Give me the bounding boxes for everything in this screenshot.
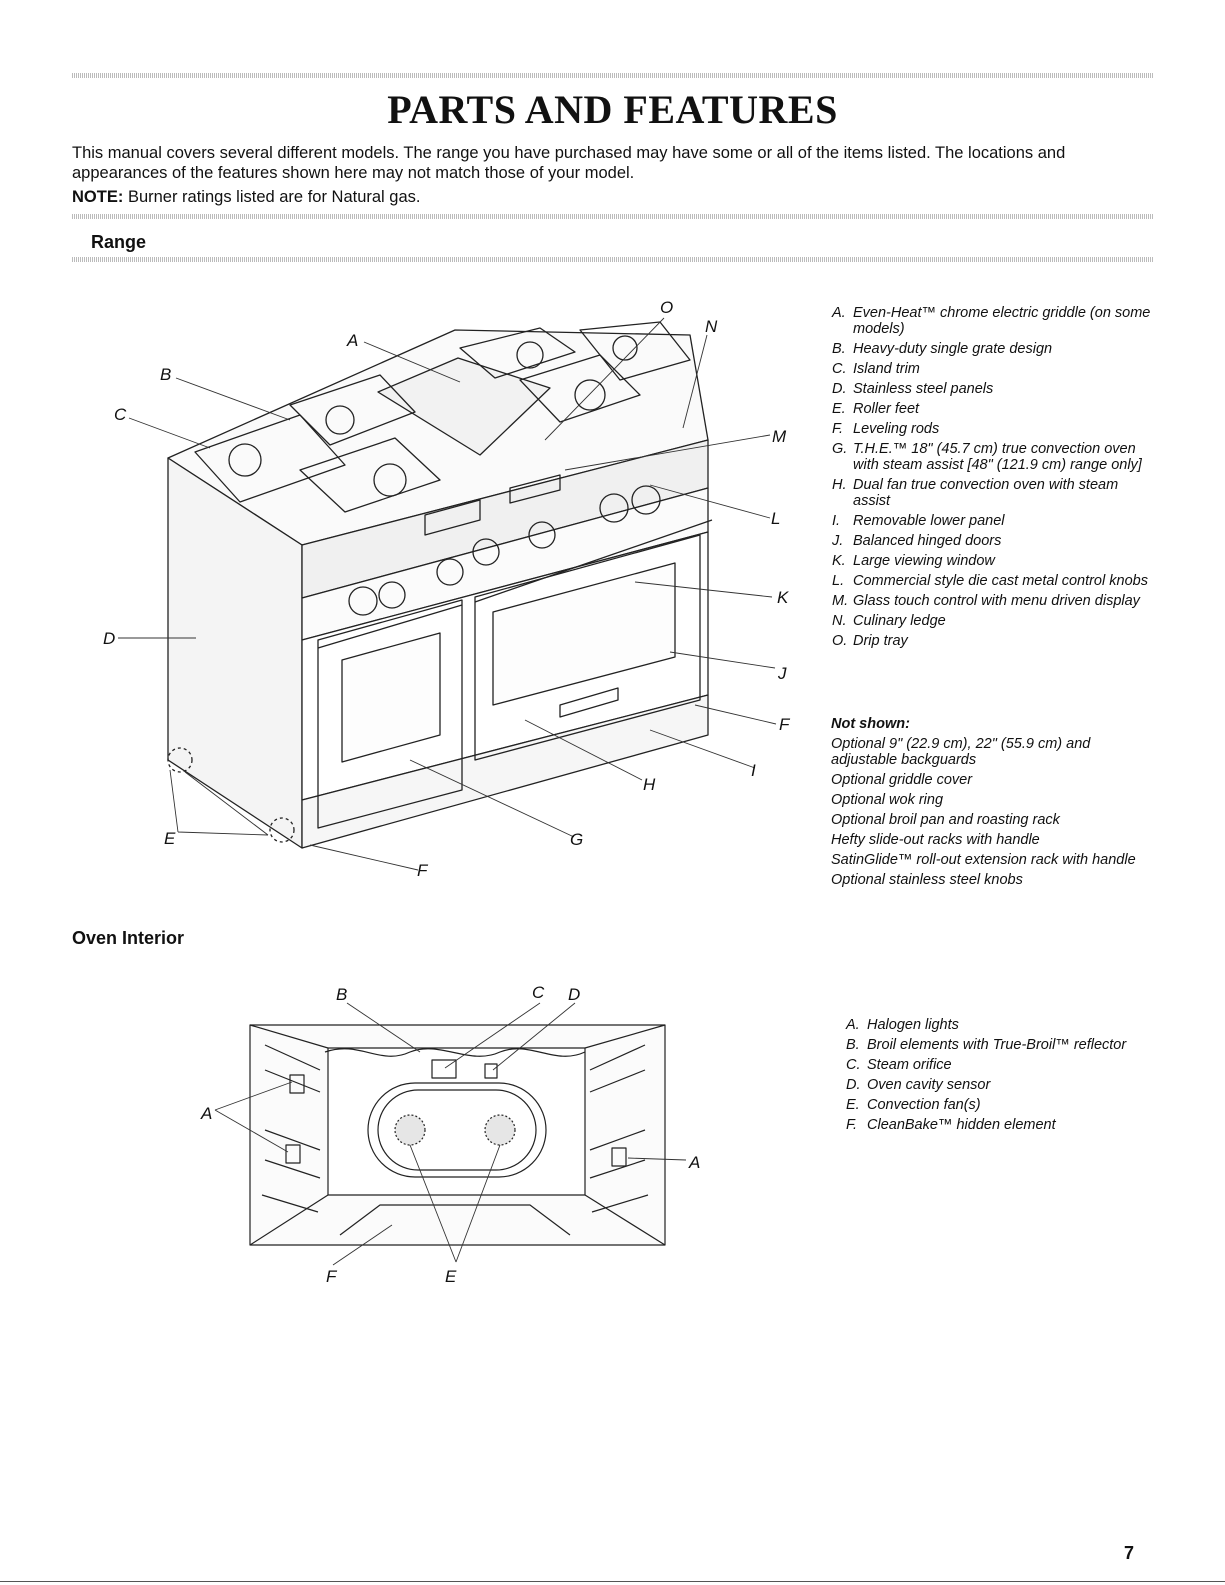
page-title: PARTS AND FEATURES bbox=[387, 87, 838, 132]
not-shown-item: Optional griddle cover bbox=[831, 772, 973, 788]
legend-item: C.Steam orifice bbox=[846, 1057, 952, 1073]
legend-item: H.Dual fan true convection oven with ste… bbox=[832, 477, 1119, 509]
range-callout-C: C bbox=[114, 405, 127, 424]
oven-callout-D: D bbox=[568, 985, 580, 1004]
legend-item: L.Commercial style die cast metal contro… bbox=[832, 573, 1148, 589]
legend-item: F.CleanBake™ hidden element bbox=[846, 1117, 1056, 1133]
range-callout-N: N bbox=[705, 317, 718, 336]
not-shown-item: Optional 9" (22.9 cm), 22" (55.9 cm) and… bbox=[831, 736, 1091, 768]
oven-callout-A-right: A bbox=[688, 1153, 700, 1172]
section-rule-top bbox=[72, 214, 1154, 219]
legend-item: E.Roller feet bbox=[832, 401, 920, 417]
top-rule bbox=[72, 73, 1154, 78]
legend-item: O.Drip tray bbox=[832, 633, 908, 649]
range-callout-H: H bbox=[643, 775, 656, 794]
oven-callout-B: B bbox=[336, 985, 347, 1004]
not-shown-item: Optional broil pan and roasting rack bbox=[831, 812, 1060, 828]
bottom-edge-line bbox=[0, 1581, 1225, 1582]
range-callout-J: J bbox=[777, 664, 787, 683]
not-shown-heading: Not shown: bbox=[831, 716, 910, 732]
page-number: 7 bbox=[1124, 1543, 1135, 1563]
legend-item: I.Removable lower panel bbox=[832, 513, 1005, 529]
legend-item: A.Halogen lights bbox=[846, 1017, 959, 1033]
oven-callout-A-left: A bbox=[200, 1104, 212, 1123]
legend-item: B.Heavy-duty single grate design bbox=[832, 341, 1053, 357]
range-callout-D: D bbox=[103, 629, 115, 648]
range-heading: Range bbox=[91, 232, 147, 252]
legend-item: C.Island trim bbox=[832, 361, 920, 377]
range-callout-M: M bbox=[772, 427, 787, 446]
legend-item: M.Glass touch control with menu driven d… bbox=[832, 593, 1140, 609]
oven-interior-illustration: A A B C D E F bbox=[200, 983, 700, 1286]
range-illustration: A B C D E F F G H I J K L M N O bbox=[103, 298, 791, 880]
range-callout-L: L bbox=[771, 509, 780, 528]
not-shown-item: Optional stainless steel knobs bbox=[831, 872, 1023, 888]
not-shown-item: Hefty slide-out racks with handle bbox=[831, 832, 1040, 848]
oven-callout-E: E bbox=[445, 1267, 457, 1286]
legend-item: N.Culinary ledge bbox=[832, 613, 946, 629]
range-callout-O: O bbox=[660, 298, 673, 317]
range-callout-B: B bbox=[160, 365, 171, 384]
legend-item: E.Convection fan(s) bbox=[846, 1097, 981, 1113]
oven-callout-C: C bbox=[532, 983, 545, 1002]
section-rule-bottom bbox=[72, 257, 1154, 262]
note: NOTE: Burner ratings listed are for Natu… bbox=[72, 188, 421, 207]
intro-paragraph: This manual covers several different mod… bbox=[72, 144, 1066, 182]
range-callout-I: I bbox=[751, 761, 756, 780]
range-callout-K: K bbox=[777, 588, 789, 607]
legend-item: J.Balanced hinged doors bbox=[832, 533, 1002, 549]
legend-item: A.Even-Heat™ chrome electric griddle (on… bbox=[832, 305, 1151, 337]
range-callout-G: G bbox=[570, 830, 583, 849]
range-callout-F-left: F bbox=[417, 861, 429, 880]
range-callout-A: A bbox=[346, 331, 358, 350]
legend-item: K.Large viewing window bbox=[832, 553, 995, 569]
legend-item: D.Stainless steel panels bbox=[832, 381, 994, 397]
legend-item: F.Leveling rods bbox=[832, 421, 940, 437]
oven-interior-legend: A.Halogen lights B.Broil elements with T… bbox=[846, 1017, 1146, 1137]
legend-item: B.Broil elements with True-Broil™ reflec… bbox=[846, 1037, 1127, 1053]
range-callout-F-right: F bbox=[779, 715, 791, 734]
note-label: NOTE: bbox=[72, 188, 124, 206]
note-text: Burner ratings listed are for Natural ga… bbox=[127, 188, 421, 206]
legend-item: D.Oven cavity sensor bbox=[846, 1077, 991, 1093]
not-shown-item: SatinGlide™ roll-out extension rack with… bbox=[831, 852, 1136, 868]
not-shown-list: Not shown: Optional 9" (22.9 cm), 22" (5… bbox=[831, 716, 1151, 892]
oven-interior-heading: Oven Interior bbox=[72, 928, 185, 948]
range-legend: A.Even-Heat™ chrome electric griddle (on… bbox=[832, 305, 1152, 653]
legend-item: G.T.H.E.™ 18" (45.7 cm) true convection … bbox=[832, 441, 1142, 473]
oven-callout-F: F bbox=[326, 1267, 338, 1286]
not-shown-item: Optional wok ring bbox=[831, 792, 944, 808]
range-callout-E: E bbox=[164, 829, 176, 848]
